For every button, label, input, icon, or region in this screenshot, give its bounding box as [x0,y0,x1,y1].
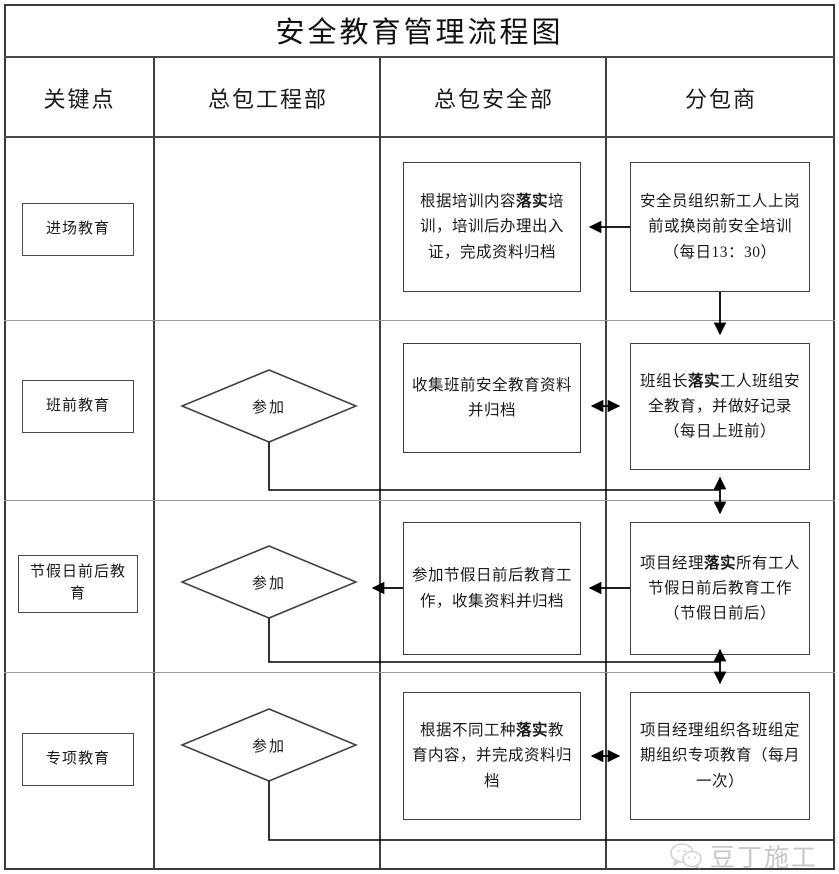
wechat-icon [670,843,702,870]
safety-dept-box-1-pre: 根据培训内容 [419,193,516,211]
safety-dept-box-2-pre: 收集班前安全教育资料并归档 [412,376,573,419]
page-title: 安全教育管理流程图 [275,17,564,49]
decision-diamond-4[interactable]: 参加 [180,707,358,783]
column-header-subcontractor: 分包商 [684,87,757,112]
table-frame [4,4,835,870]
subcontractor-box-1[interactable]: 安全员组织新工人上岗前或换岗前安全培训（每日13：30） [630,162,810,292]
safety-dept-box-4-pre: 根据不同工种 [419,722,516,740]
safety-dept-box-1[interactable]: 根据培训内容落实培训，培训后办理出入证，完成资料归档 [403,162,581,292]
column-header-safety-dept: 总包安全部 [433,87,554,112]
row-separator-2 [4,500,835,501]
subcontractor-box-2-pre: 班组长 [639,372,688,390]
column-separator-1-header [153,58,155,138]
safety-dept-box-2[interactable]: 收集班前安全教育资料并归档 [403,343,581,453]
safety-dept-box-1-post: 培训，培训后办理出入证，完成资料归档 [419,193,565,261]
column-separator-1 [153,138,155,870]
decision-diamond-2[interactable]: 参加 [180,368,358,444]
row-separator-3 [4,672,835,673]
subcontractor-box-2[interactable]: 班组长落实工人班组安全教育，并做好记录（每日上班前） [630,343,810,470]
subcontractor-box-2-post: 工人班组安全教育，并做好记录（每日上班前） [647,372,801,441]
column-separator-3 [605,138,607,870]
subcontractor-box-1-post: 安全员组织新工人上岗前或换岗前安全培训（每日13：30） [639,193,800,261]
safety-dept-box-1-bold: 落实 [515,193,548,211]
subcontractor-box-2-bold: 落实 [687,372,720,390]
subcontractor-box-4[interactable]: 项目经理组织各班组定期组织专项教育（每月一次） [630,692,810,820]
key-point-box-2[interactable]: 班前教育 [22,380,134,433]
column-separator-3-header [605,58,607,138]
subcontractor-box-3-bold: 落实 [703,554,736,572]
watermark: 豆丁施工 [670,838,818,874]
subcontractor-box-3[interactable]: 项目经理落实所有工人节假日前后教育工作（节假日前后） [630,522,810,655]
watermark-text: 豆丁施工 [710,844,819,872]
column-header-engineering-dept: 总包工程部 [207,87,328,112]
title-band: 安全教育管理流程图 [4,4,835,58]
safety-dept-box-3-pre: 参加节假日前后教育工作，收集资料并归档 [412,567,573,610]
column-header-row: 关键点 总包工程部 总包安全部 分包商 [4,58,835,138]
column-header-key-point: 关键点 [43,87,116,112]
safety-dept-box-4-bold: 落实 [515,722,548,740]
column-separator-2-header [379,58,381,138]
key-point-box-4[interactable]: 专项教育 [22,733,134,786]
row-separator-1 [4,320,835,321]
decision-diamond-3[interactable]: 参加 [180,544,358,620]
key-point-box-1[interactable]: 进场教育 [22,203,134,256]
subcontractor-box-3-pre: 项目经理 [639,554,704,572]
subcontractor-box-4-post: 项目经理组织各班组定期组织专项教育（每月一次） [639,722,800,790]
column-separator-2 [379,138,381,870]
safety-dept-box-3[interactable]: 参加节假日前后教育工作，收集资料并归档 [403,522,581,655]
key-point-box-3[interactable]: 节假日前后教育 [18,555,138,613]
subcontractor-box-3-post: 所有工人节假日前后教育工作（节假日前后） [647,554,801,623]
safety-dept-box-4[interactable]: 根据不同工种落实教育内容，并完成资料归档 [403,692,581,820]
